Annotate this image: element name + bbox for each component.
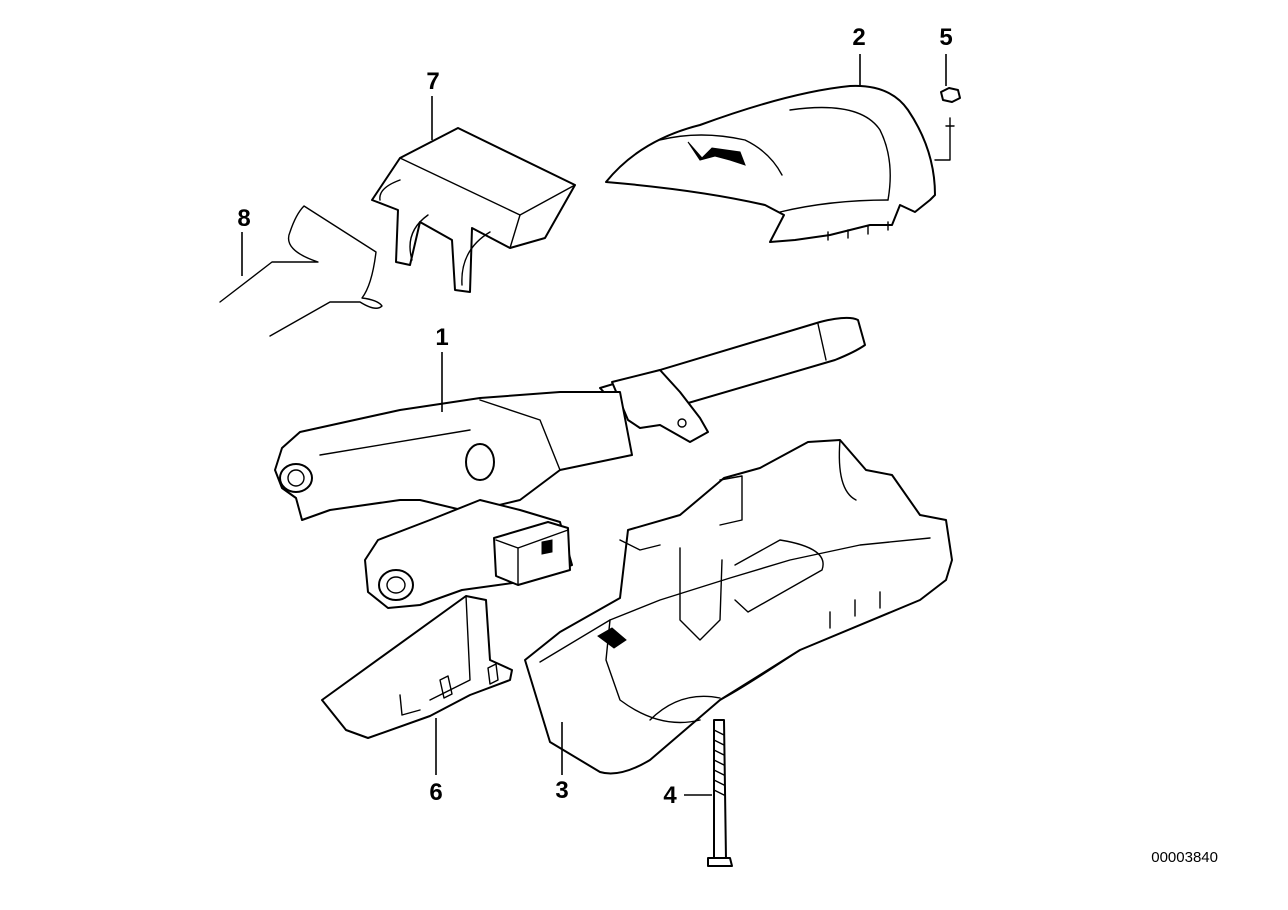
callout-4: 4 bbox=[663, 782, 677, 809]
callout-2: 2 bbox=[852, 24, 865, 51]
part-6-trim-panel bbox=[321, 595, 513, 739]
leader-lines bbox=[241, 54, 947, 796]
part-3-lower-shroud bbox=[524, 439, 953, 775]
part-8-wire-spring bbox=[219, 205, 383, 337]
part-2-upper-shroud bbox=[605, 84, 936, 243]
part-1-steering-column bbox=[274, 316, 866, 609]
callout-1: 1 bbox=[435, 324, 448, 351]
callout-8: 8 bbox=[237, 205, 250, 232]
callout-6: 6 bbox=[429, 779, 442, 806]
callout-3: 3 bbox=[555, 777, 568, 804]
part-7-bracket bbox=[371, 127, 576, 293]
callout-7: 7 bbox=[426, 68, 439, 95]
callout-5: 5 bbox=[939, 24, 952, 51]
part-4-screw bbox=[707, 719, 733, 867]
callout-labels: 1 2 3 4 5 6 7 8 bbox=[237, 24, 952, 809]
document-number: 00003840 bbox=[1151, 849, 1218, 866]
part-5-nut bbox=[934, 87, 961, 161]
